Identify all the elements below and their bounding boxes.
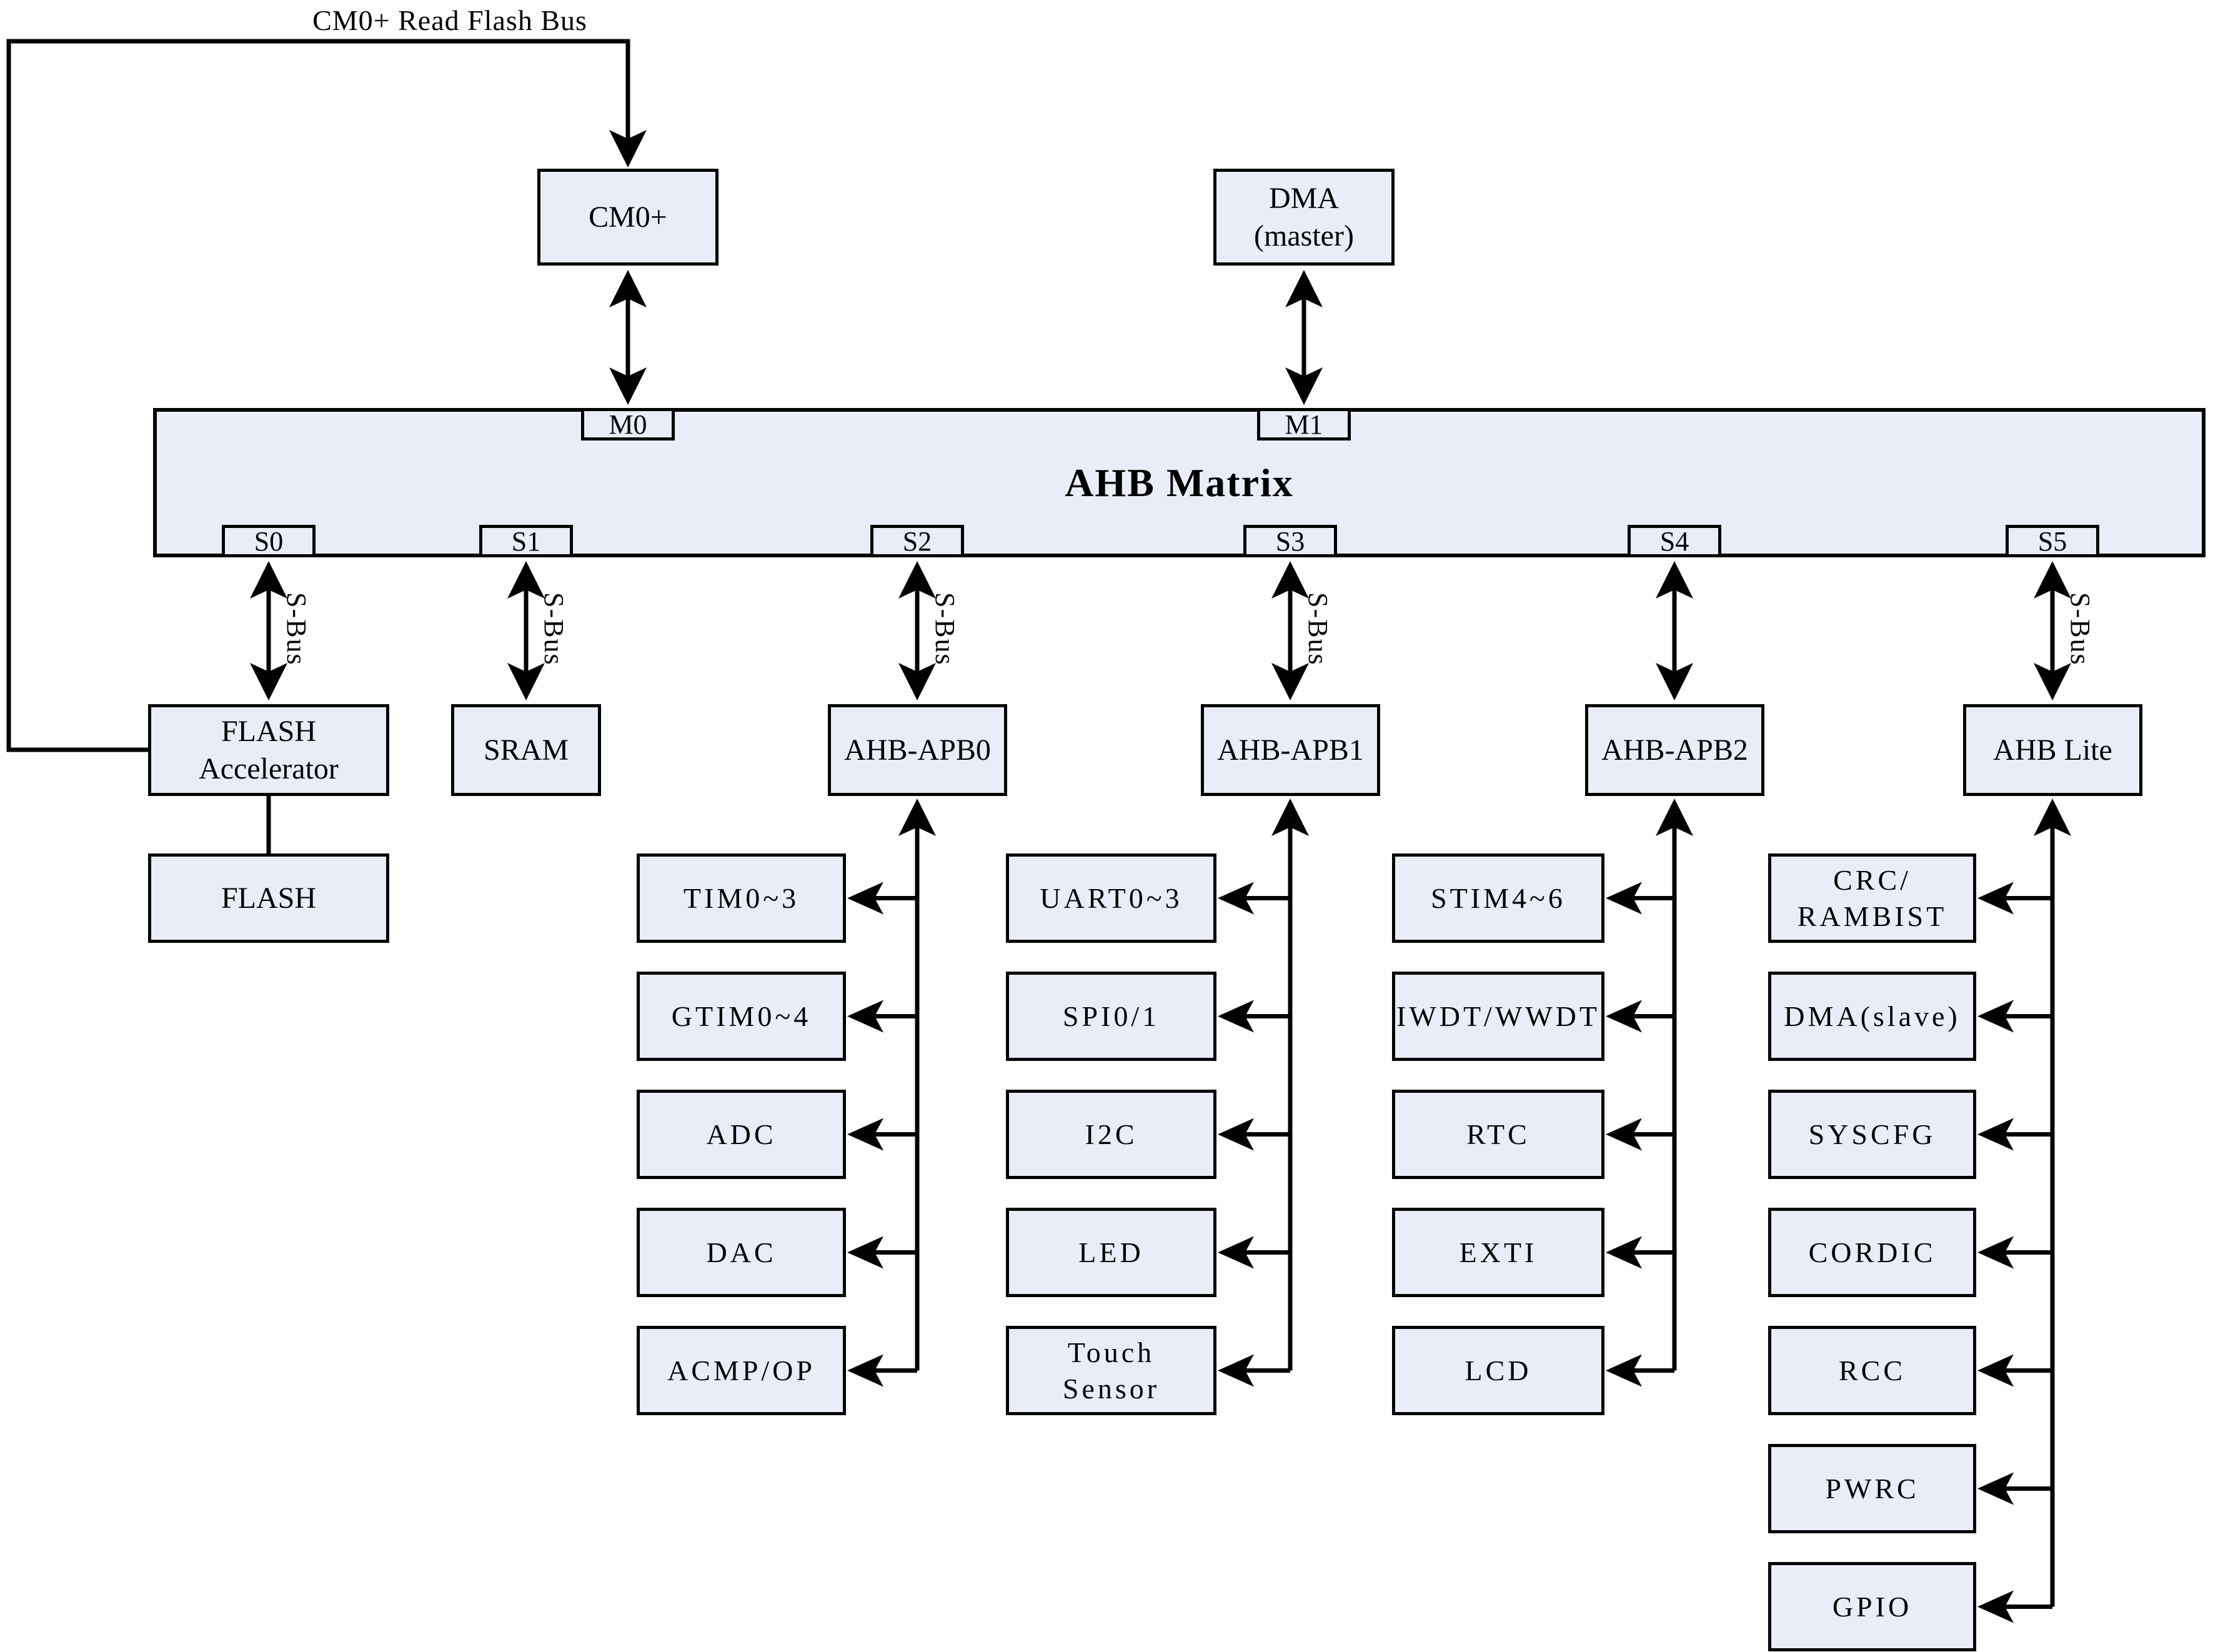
sbus-label: S-Bus <box>930 592 960 666</box>
peripheral-box: EXTI <box>1392 1208 1604 1297</box>
peripheral-box: Touch Sensor <box>1006 1326 1216 1415</box>
branch-arrow-head <box>1218 1000 1254 1033</box>
branch-arrow-head <box>1218 1354 1254 1387</box>
cm0-read-flash-bus-arrowhead <box>609 130 647 167</box>
branch-arrow-head <box>1218 1118 1254 1151</box>
ahb-matrix-title: AHB Matrix <box>1065 460 1294 505</box>
branch-arrow-head <box>1218 1236 1254 1269</box>
branch-arrow-head <box>847 1236 883 1269</box>
peripheral-box: LED <box>1006 1208 1216 1297</box>
peripheral-box: CORDIC <box>1768 1208 1976 1297</box>
ahb-apb0-box: AHB-APB0 <box>828 704 1007 796</box>
branch-arrow-head <box>847 1000 883 1033</box>
peripheral-box: DAC <box>637 1208 846 1297</box>
peripheral-box: CRC/ RAMBIST <box>1768 853 1976 943</box>
cm0-read-flash-bus-line <box>6 39 630 752</box>
sbus-arrow-head-down <box>1656 663 1693 700</box>
cm0-matrix-arrow-head-down <box>609 367 647 405</box>
peripheral-box: RTC <box>1392 1090 1604 1179</box>
branch-arrow-head <box>847 1354 883 1387</box>
peripheral-box: PWRC <box>1768 1444 1976 1533</box>
peripheral-box: RCC <box>1768 1326 1976 1415</box>
branch-arrow-head <box>1977 882 2014 915</box>
peripheral-box: ADC <box>637 1090 846 1179</box>
peripheral-box: I2C <box>1006 1090 1216 1179</box>
branch-arrow-head <box>1977 1354 2014 1387</box>
peripheral-box: SYSCFG <box>1768 1090 1976 1179</box>
sbus-label: S-Bus <box>1303 592 1333 666</box>
branch-arrow-head <box>1977 1472 2014 1505</box>
sbus-arrow-head-up <box>2034 561 2071 599</box>
branch-arrow-head <box>1606 1118 1642 1151</box>
branch-arrow-head <box>1977 1236 2014 1269</box>
branch-arrow-head <box>1218 882 1254 915</box>
sbus-arrow-head-down <box>250 663 287 700</box>
dma-master-box: DMA (master) <box>1213 169 1395 266</box>
flash-box: FLASH <box>148 853 389 943</box>
master-port-tab-m0: M0 <box>581 408 675 440</box>
slave-port-tab-s3: S3 <box>1243 525 1337 557</box>
peripheral-box: UART0~3 <box>1006 853 1216 943</box>
sbus-arrow-head-up <box>507 561 545 599</box>
ahb-matrix-bar: AHB Matrix <box>153 408 2206 557</box>
slave-port-tab-s0: S0 <box>222 525 316 557</box>
cm0-read-flash-bus-label: CM0+ Read Flash Bus <box>312 4 587 36</box>
peripheral-box: GTIM0~4 <box>637 972 846 1061</box>
branch-arrow-head <box>847 882 883 915</box>
sbus-arrow-head-down <box>898 663 936 700</box>
slave-port-tab-s1: S1 <box>479 525 573 557</box>
ahb-apb2-box: AHB-APB2 <box>1585 704 1764 796</box>
dma-matrix-arrow-head-up <box>1285 270 1323 307</box>
peripheral-box: IWDT/WWDT <box>1392 972 1604 1061</box>
branch-arrow-head <box>1977 1000 2014 1033</box>
branch-arrow-head <box>1977 1590 2014 1623</box>
ahb-lite-box: AHB Lite <box>1963 704 2142 796</box>
cm0-box: CM0+ <box>537 169 719 266</box>
branch-arrow-head <box>1606 1236 1642 1269</box>
sbus-arrow-head-up <box>1271 561 1309 599</box>
sbus-arrow-head-down <box>507 663 545 700</box>
sbus-label: S-Bus <box>539 592 569 666</box>
slave-port-tab-s5: S5 <box>2006 525 2099 557</box>
dma-matrix-arrow-head-down <box>1285 367 1323 405</box>
sbus-arrow-head-down <box>1271 663 1309 700</box>
sbus-label: S-Bus <box>281 592 312 666</box>
column-rail-head-up <box>1271 799 1309 836</box>
slave-port-tab-s2: S2 <box>870 525 964 557</box>
slave-port-tab-s4: S4 <box>1628 525 1721 557</box>
peripheral-box: STIM4~6 <box>1392 853 1604 943</box>
column-rail-head-up <box>1656 799 1693 836</box>
peripheral-box: DMA(slave) <box>1768 972 1976 1061</box>
master-port-tab-m1: M1 <box>1257 408 1351 440</box>
ahb-apb1-box: AHB-APB1 <box>1201 704 1380 796</box>
peripheral-box: GPIO <box>1768 1562 1976 1651</box>
peripheral-box: LCD <box>1392 1326 1604 1415</box>
branch-arrow-head <box>1606 1000 1642 1033</box>
sbus-arrow-head-up <box>250 561 287 599</box>
branch-arrow-head <box>1606 882 1642 915</box>
sbus-label: S-Bus <box>2065 592 2096 666</box>
sbus-arrow-head-up <box>1656 561 1693 599</box>
branch-arrow-head <box>1977 1118 2014 1151</box>
peripheral-box: SPI0/1 <box>1006 972 1216 1061</box>
column-rail-head-up <box>898 799 936 836</box>
flash-accelerator-box: FLASH Accelerator <box>148 704 389 796</box>
peripheral-box: TIM0~3 <box>637 853 846 943</box>
sbus-arrow-head-down <box>2034 663 2071 700</box>
branch-arrow-head <box>847 1118 883 1151</box>
cm0-matrix-arrow-head-up <box>609 270 647 307</box>
sbus-arrow-head-up <box>898 561 936 599</box>
peripheral-box: ACMP/OP <box>637 1326 846 1415</box>
column-rail-head-up <box>2034 799 2071 836</box>
branch-arrow-head <box>1606 1354 1642 1387</box>
sram-box: SRAM <box>451 704 601 796</box>
